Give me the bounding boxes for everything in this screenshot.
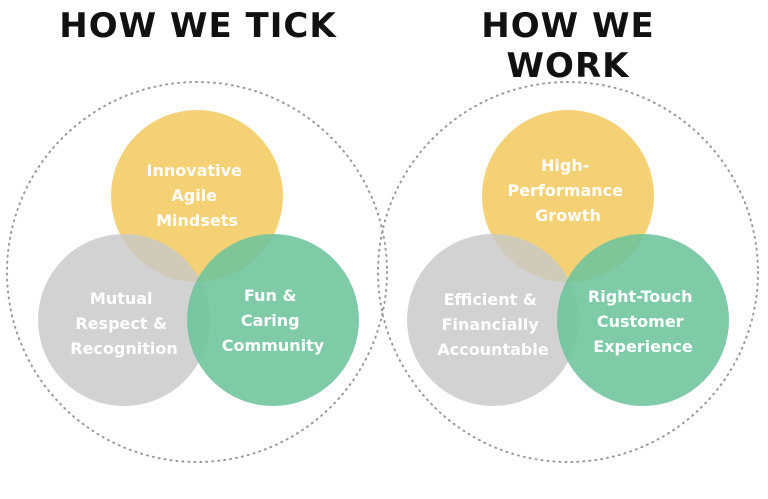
- how-we-tick-title: HOW WE TICK: [59, 6, 337, 46]
- label-high-performance-growth: High- Performance Growth: [507, 156, 628, 225]
- how-we-tick-outline: [6, 81, 388, 463]
- circle-high-performance-growth: [482, 110, 654, 282]
- how-we-work-diagram: High- Performance Growth Efficient & Fin…: [377, 81, 759, 463]
- label-efficient-financially-accountable: Efficient & Financially Accountable: [437, 290, 549, 359]
- circle-efficient-financially-accountable: [407, 234, 579, 406]
- label-fun-caring-community: Fun & Caring Community: [222, 286, 325, 355]
- label-right-touch-customer-experience: Right-Touch Customer Experience: [588, 287, 698, 356]
- label-mutual-respect-recognition: Mutual Respect & Recognition: [70, 289, 178, 358]
- how-we-work-title: HOW WE WORK: [481, 6, 655, 86]
- circle-fun-caring-community: [187, 234, 359, 406]
- how-we-work-outline: [377, 81, 759, 463]
- how-we-tick-diagram: Innovative Agile Mindsets Mutual Respect…: [6, 81, 388, 463]
- circle-innovative-agile-mindsets: [111, 110, 283, 282]
- label-innovative-agile-mindsets: Innovative Agile Mindsets: [147, 161, 248, 230]
- circle-mutual-respect-recognition: [38, 234, 210, 406]
- circle-right-touch-customer-experience: [557, 234, 729, 406]
